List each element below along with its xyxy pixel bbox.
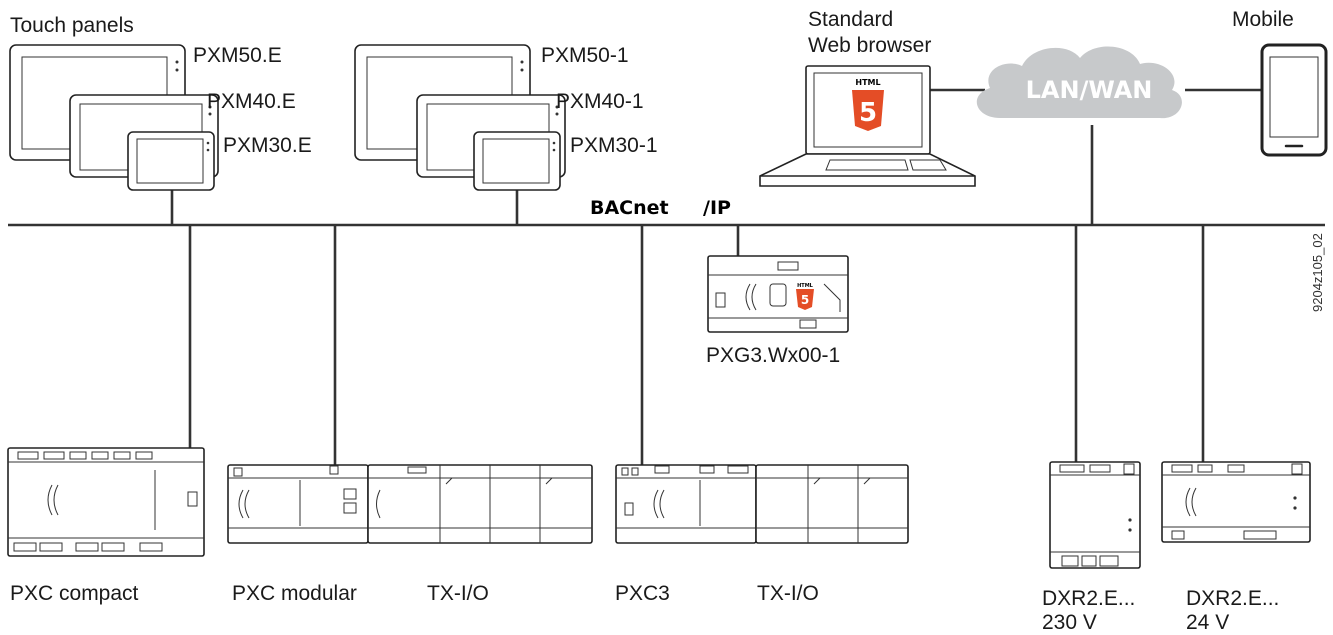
tx-io-modules-1 bbox=[367, 464, 593, 544]
browser-label-line1: Standard bbox=[808, 8, 893, 31]
pxc-compact-device bbox=[7, 447, 205, 557]
pxc-modular-device bbox=[227, 464, 369, 544]
label-pxm30-1: PXM30-1 bbox=[570, 134, 658, 157]
label-pxm30e: PXM30.E bbox=[223, 134, 312, 157]
label-pxm50e: PXM50.E bbox=[193, 44, 282, 67]
html5-badge-number: 5 bbox=[859, 98, 877, 128]
controller-label-0: PXC compact bbox=[10, 582, 139, 605]
controller-label-6: DXR2.E... bbox=[1186, 587, 1279, 610]
gateway-label: PXG3.Wx00-1 bbox=[706, 344, 840, 367]
gateway-html5-badge-number: 5 bbox=[801, 293, 809, 307]
controller-label-3: PXC3 bbox=[615, 582, 670, 605]
tx-io-modules-2 bbox=[755, 464, 909, 544]
html5-badge-text: HTML bbox=[855, 78, 880, 87]
touch-panel-pxm30-1 bbox=[473, 131, 561, 191]
bus-label-bacnet: BACnet bbox=[590, 197, 669, 219]
controller-label-1: PXC modular bbox=[232, 582, 357, 605]
figure-id: 9204z105_02 bbox=[1310, 233, 1325, 312]
html5-logo-gateway: HTML 5 bbox=[796, 283, 814, 310]
gateway-pxg3 bbox=[707, 255, 849, 333]
controller-label-4: TX-I/O bbox=[757, 582, 819, 605]
touch-panels-label: Touch panels bbox=[10, 14, 134, 37]
label-pxm40e: PXM40.E bbox=[207, 90, 296, 113]
label-pxm40-1: PXM40-1 bbox=[556, 90, 644, 113]
dxr2-24v-device bbox=[1161, 461, 1311, 543]
pxc3-device bbox=[615, 464, 757, 544]
browser-label-line2: Web browser bbox=[808, 34, 931, 57]
touch-panel-pxm30e bbox=[127, 131, 215, 191]
cloud-label: LAN/WAN bbox=[1026, 76, 1153, 104]
bus-label-ip: /IP bbox=[703, 197, 731, 219]
cloud-icon bbox=[976, 46, 1182, 119]
gateway-html5-badge-text: HTML bbox=[797, 283, 814, 289]
html5-logo-laptop: HTML 5 bbox=[852, 78, 884, 131]
mobile-label: Mobile bbox=[1232, 8, 1294, 31]
controller-sub-5: 230 V bbox=[1042, 611, 1097, 634]
controller-label-2: TX-I/O bbox=[427, 582, 489, 605]
controller-label-5: DXR2.E... bbox=[1042, 587, 1135, 610]
controller-sub-6: 24 V bbox=[1186, 611, 1229, 634]
label-pxm50-1: PXM50-1 bbox=[541, 44, 629, 67]
mobile-phone-icon bbox=[1260, 43, 1328, 157]
dxr2-230v-device bbox=[1049, 461, 1141, 569]
